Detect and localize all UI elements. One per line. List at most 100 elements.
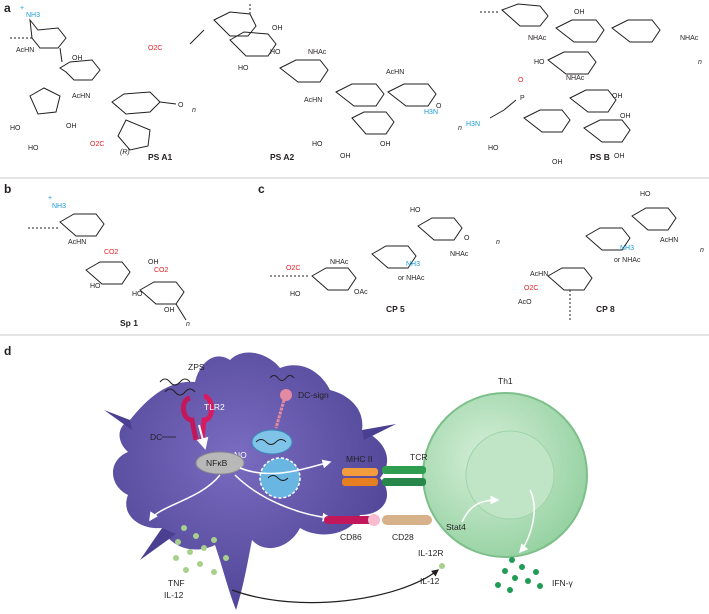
cp5-o: O	[464, 235, 470, 242]
label-cp5: CP 5	[386, 304, 405, 314]
mhc2-chain-2	[342, 478, 378, 486]
cp5-ring-2	[371, 245, 417, 269]
label-ps-b: PS B	[590, 152, 610, 162]
label-ps-a1: PS A1	[148, 152, 173, 162]
cp5-nhac-2: NHAc	[330, 259, 349, 266]
label-ps-a2: PS A2	[270, 152, 295, 162]
sp1-oh-2: OH	[164, 307, 175, 314]
cd86-head	[368, 514, 380, 526]
tnf-label: TNF	[168, 578, 185, 588]
zps-label: ZPS	[188, 362, 205, 372]
nhac-label-b-3: NHAc	[566, 75, 585, 82]
mhc2-chain-1	[342, 468, 378, 476]
cp8-o2c: O2C	[524, 285, 538, 292]
label-sp1: Sp 1	[120, 318, 138, 328]
succinyl-bond	[189, 29, 205, 45]
label-cp8: CP 8	[596, 304, 615, 314]
dc-label: DC	[150, 432, 162, 442]
structure-ps-a2: O2C OH NHAc HO HO AcHN AcHN H3N O n HO O…	[148, 2, 462, 162]
ring-a2-fucose	[351, 111, 395, 135]
ring-a1-furanose	[29, 87, 61, 115]
oh-label-b-5: OH	[614, 153, 625, 160]
tlr2-label: TLR2	[204, 402, 225, 412]
o-minus-label: O	[518, 77, 524, 84]
th1-label: Th1	[498, 376, 513, 386]
cp5-oac: OAc	[354, 289, 368, 296]
oh-label-b-3: OH	[612, 93, 623, 100]
sp1-achn: AcHN	[68, 239, 86, 246]
stat4-label: Stat4	[446, 522, 466, 532]
cp5-nh3: NH3	[406, 261, 420, 268]
cp8-achn: AcHN	[660, 237, 678, 244]
dc-protrusion-3	[140, 528, 176, 560]
tcr-label: TCR	[410, 452, 427, 462]
cp5-nhac-1: NHAc	[450, 251, 469, 258]
endosome	[251, 429, 293, 455]
ring-a1-1	[29, 18, 67, 49]
h3n-label-a2: H3N	[424, 109, 438, 116]
achn-label-2: AcHN	[72, 93, 90, 100]
ho-label-1: HO	[10, 125, 21, 132]
dendritic-cell	[113, 352, 388, 610]
structure-cp8: HO AcHN n NH3 or NHAc AcHN O2C AcO CP 8	[518, 191, 704, 320]
sp1-ring-3	[139, 281, 185, 305]
cp5-or-nhac: or NHAc	[398, 275, 425, 282]
oh-label-b-4: OH	[620, 113, 631, 120]
nh3-plus: +	[20, 5, 24, 12]
sp1-n: n	[186, 321, 190, 328]
ho-label-b-1: HO	[488, 145, 499, 152]
h3n-label-b: H3N	[466, 121, 480, 128]
link-1	[59, 47, 63, 63]
nfkb-complex	[195, 451, 245, 475]
panel-label-a: a	[4, 1, 11, 15]
no-label: NO	[234, 450, 247, 460]
ifn-gamma-molecules	[495, 557, 543, 593]
link-end	[159, 101, 177, 105]
o2c-label: O2C	[90, 141, 104, 148]
oh-label-b-1: OH	[574, 9, 585, 16]
cd28-label: CD28	[392, 532, 414, 542]
sp1-ho: HO	[90, 283, 101, 290]
vesicle	[259, 457, 301, 499]
tlr2-receptor-a	[181, 395, 199, 441]
zps-molecule-2	[164, 388, 196, 396]
ring-a2-4	[335, 83, 385, 107]
phospho-chain	[489, 99, 517, 119]
ho-label-a2-3: HO	[312, 141, 323, 148]
r-config-label: (R)	[120, 149, 130, 156]
arrow-tlr2-nfkb	[196, 424, 209, 450]
cp8-ring-1	[631, 207, 677, 231]
ring-a1-2	[59, 59, 101, 81]
sp1-co2-1: CO2	[104, 249, 119, 256]
cp8-n: n	[700, 247, 704, 254]
tcr-chain-2	[382, 478, 426, 486]
structure-ps-a1: + NH3 AcHN OH AcHN HO OH HO O O2C (R) n …	[10, 5, 196, 162]
nh3-label: NH3	[26, 12, 40, 19]
dc-sign-label: DC-sign	[298, 390, 329, 400]
n-label-a1: n	[192, 107, 196, 114]
ring-b-4	[547, 51, 597, 75]
cp5-o2c: O2C	[286, 265, 300, 272]
il12-receptor-label: IL-12	[420, 576, 440, 586]
ring-a2-2	[229, 31, 277, 57]
ring-a1-pyruvate	[117, 119, 151, 151]
cp5-ho: HO	[410, 207, 421, 214]
tlr2-receptor-b	[199, 393, 214, 441]
achn-label-1: AcHN	[16, 47, 34, 54]
ring-b-1	[501, 3, 549, 27]
tnf-il12-molecules	[173, 525, 229, 575]
oh-label-b-6: OH	[552, 159, 563, 166]
achn-label-a2: AcHN	[304, 97, 322, 104]
arrow-il12-to-th1	[231, 569, 439, 604]
th1-nucleus	[465, 430, 555, 520]
sp1-link	[175, 303, 187, 321]
tcr-chain-1	[382, 466, 426, 474]
oh-label-a2-2: OH	[340, 153, 351, 160]
ring-a2-3	[279, 59, 329, 83]
structure-sp1: + NH3 AcHN CO2 HO OH CO2 HO OH n Sp 1	[28, 195, 190, 328]
dc-sign-head	[280, 389, 292, 401]
dc-protrusion-2	[362, 424, 396, 440]
n-label-a2: n	[458, 125, 462, 132]
cp8-achn-2: AcHN	[530, 271, 548, 278]
